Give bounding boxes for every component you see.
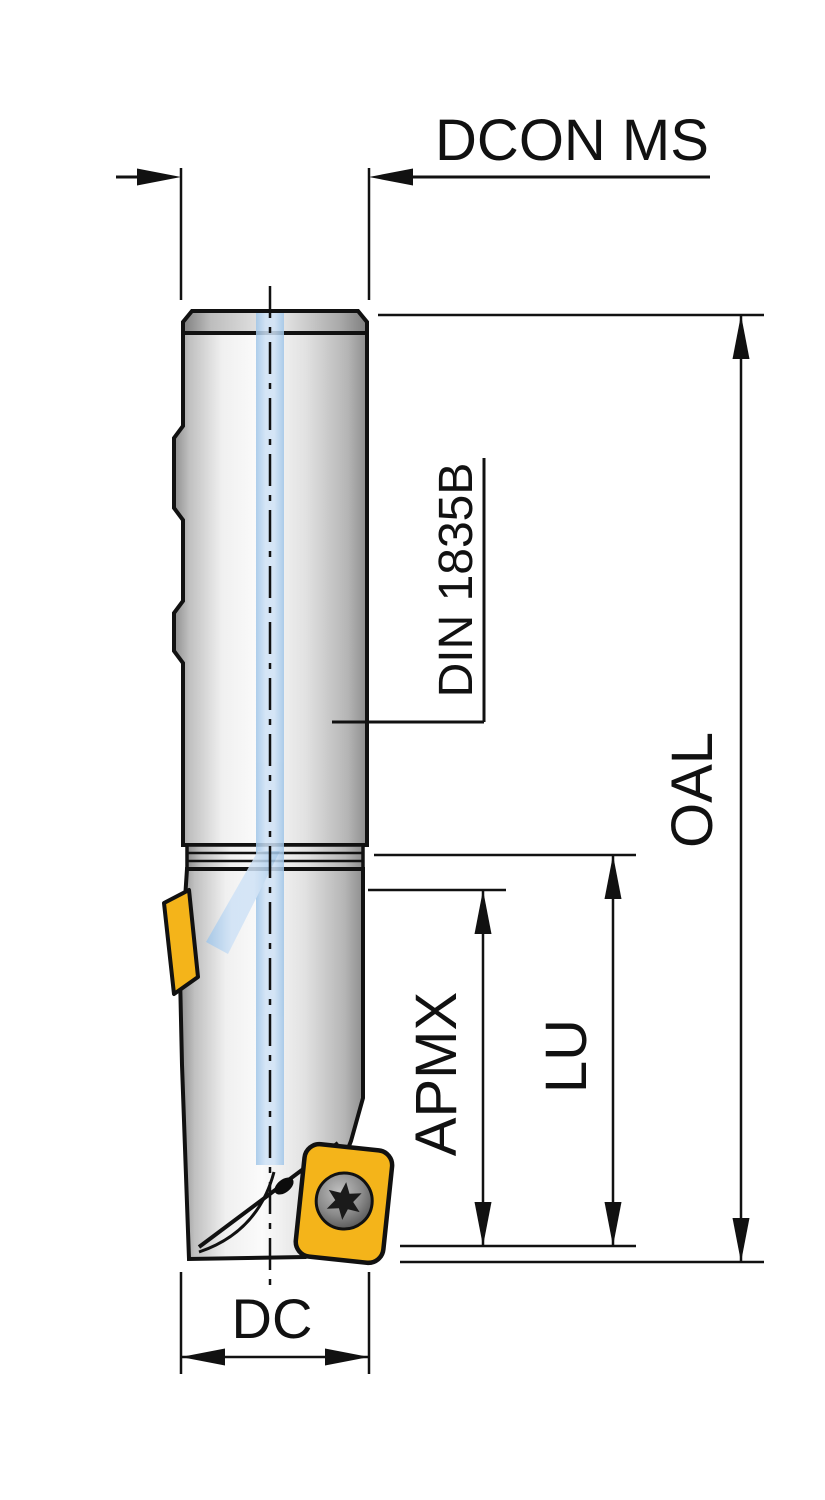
insert-lower [293, 1141, 395, 1266]
coolant-channel-branch [206, 851, 280, 954]
label-dc: DC [232, 1287, 313, 1350]
label-din-group: DIN 1835B [332, 458, 486, 724]
arrowhead [732, 315, 750, 359]
label-dcon: DCON MS [435, 108, 709, 173]
tool-body [162, 286, 395, 1293]
label-apmx: APMX [404, 992, 469, 1156]
arrowhead [474, 1202, 492, 1246]
dimension-dc: DC [179, 1272, 371, 1374]
arrowhead [369, 168, 413, 186]
dimension-apmx: APMX [368, 888, 506, 1246]
arrowhead [604, 1202, 622, 1246]
arrowhead [474, 890, 492, 934]
arrowhead [137, 168, 181, 186]
torx-star-icon [326, 1182, 362, 1220]
insert-upper [162, 888, 200, 996]
arrowhead [181, 1348, 225, 1366]
arrowhead [325, 1348, 369, 1366]
coolant-exit-hole [274, 1177, 294, 1195]
label-oal: OAL [660, 732, 725, 848]
dimension-dcon: DCON MS [116, 108, 710, 300]
dimension-oal: OAL [378, 313, 764, 1264]
arrowhead [604, 855, 622, 899]
arrowhead [732, 1218, 750, 1262]
dimension-lu: LU [374, 853, 636, 1248]
label-din: DIN 1835B [430, 463, 483, 698]
label-lu: LU [534, 1019, 599, 1093]
